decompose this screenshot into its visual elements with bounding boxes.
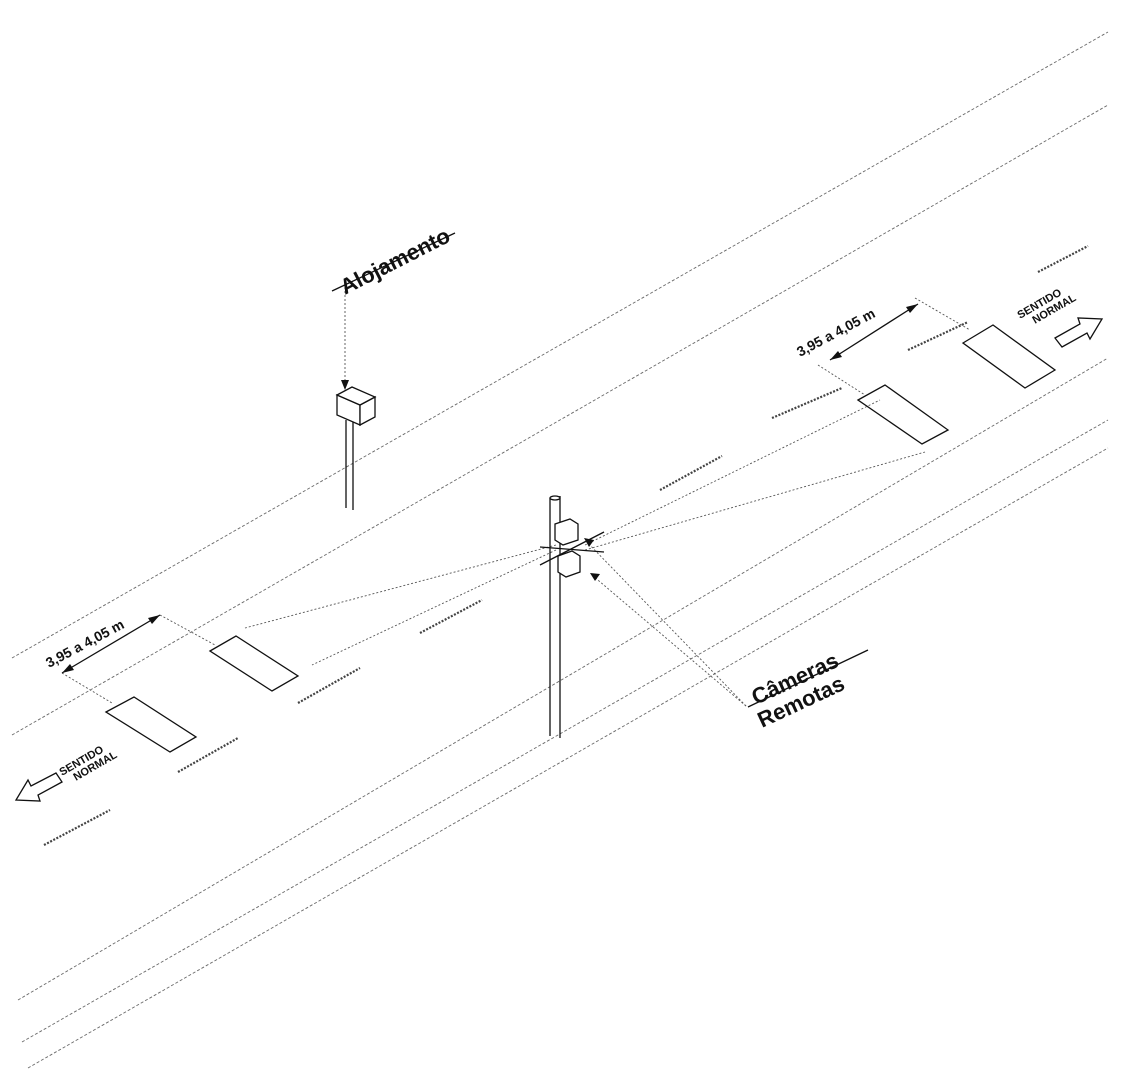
lane-dash bbox=[1037, 245, 1089, 273]
arrowhead bbox=[148, 615, 160, 624]
housing-leader bbox=[331, 232, 456, 390]
arrowhead bbox=[590, 573, 600, 581]
direction-arrow-right bbox=[1054, 317, 1104, 348]
lane-dash bbox=[659, 455, 723, 491]
view-line bbox=[584, 451, 926, 551]
lane-dash bbox=[43, 809, 111, 846]
lane-dash bbox=[297, 667, 361, 704]
direction-arrow-left bbox=[14, 772, 63, 802]
crossarm bbox=[539, 546, 605, 553]
housing-label: Alojamento bbox=[336, 223, 454, 300]
lane-dash bbox=[419, 599, 483, 634]
pole-top bbox=[549, 495, 561, 501]
arrowhead bbox=[62, 664, 74, 673]
camera-view-lines bbox=[244, 399, 926, 666]
camera-upper bbox=[554, 518, 579, 546]
loop-right-upper bbox=[961, 324, 1057, 389]
crossarm bbox=[539, 531, 605, 566]
loop-left-upper bbox=[208, 635, 300, 692]
housing-label-underline bbox=[331, 232, 456, 292]
distance-label-left: 3,95 a 4,05 m bbox=[43, 616, 127, 671]
lane-dash bbox=[771, 386, 843, 420]
cameras-leader-line bbox=[591, 574, 747, 707]
cameras-leader bbox=[584, 538, 869, 708]
road-lines bbox=[11, 31, 1109, 1069]
arrowhead bbox=[341, 380, 349, 390]
dim-line-left bbox=[61, 614, 161, 674]
arrowhead bbox=[584, 538, 594, 547]
lane-dash bbox=[177, 737, 239, 773]
housing-assembly bbox=[335, 386, 377, 510]
dimension-right bbox=[817, 297, 971, 396]
dim-ext-line bbox=[61, 672, 113, 704]
road-line-4 bbox=[21, 419, 1109, 1043]
arrowhead bbox=[830, 351, 842, 360]
camera-pole-assembly bbox=[539, 495, 605, 738]
lane-markings bbox=[43, 245, 1089, 846]
distance-label-right: 3,95 a 4,05 m bbox=[794, 305, 878, 360]
view-line bbox=[311, 549, 557, 666]
arrowhead bbox=[906, 304, 918, 313]
cameras-leader-line bbox=[584, 539, 747, 707]
view-line bbox=[244, 544, 557, 629]
sensor-loops bbox=[104, 324, 1057, 753]
dim-ext-line bbox=[159, 614, 216, 646]
dim-ext-line bbox=[817, 364, 866, 396]
dimension-left bbox=[61, 614, 216, 704]
loop-left-lower bbox=[104, 696, 198, 753]
direction-arrow-left-icon bbox=[14, 772, 63, 802]
view-line bbox=[584, 399, 881, 546]
road-line-3 bbox=[17, 357, 1109, 1001]
road-line-5 bbox=[27, 447, 1109, 1069]
cameras-label-underline bbox=[747, 649, 869, 708]
road-line-2 bbox=[11, 104, 1109, 736]
road-line-1 bbox=[11, 31, 1109, 659]
direction-arrow-right-icon bbox=[1054, 317, 1104, 348]
dim-ext-line bbox=[914, 297, 971, 331]
camera-lower bbox=[557, 550, 581, 578]
housing-box-top bbox=[335, 386, 377, 406]
dim-line-right bbox=[829, 303, 919, 361]
loop-right-lower bbox=[856, 384, 950, 445]
lane-dash bbox=[907, 321, 969, 351]
